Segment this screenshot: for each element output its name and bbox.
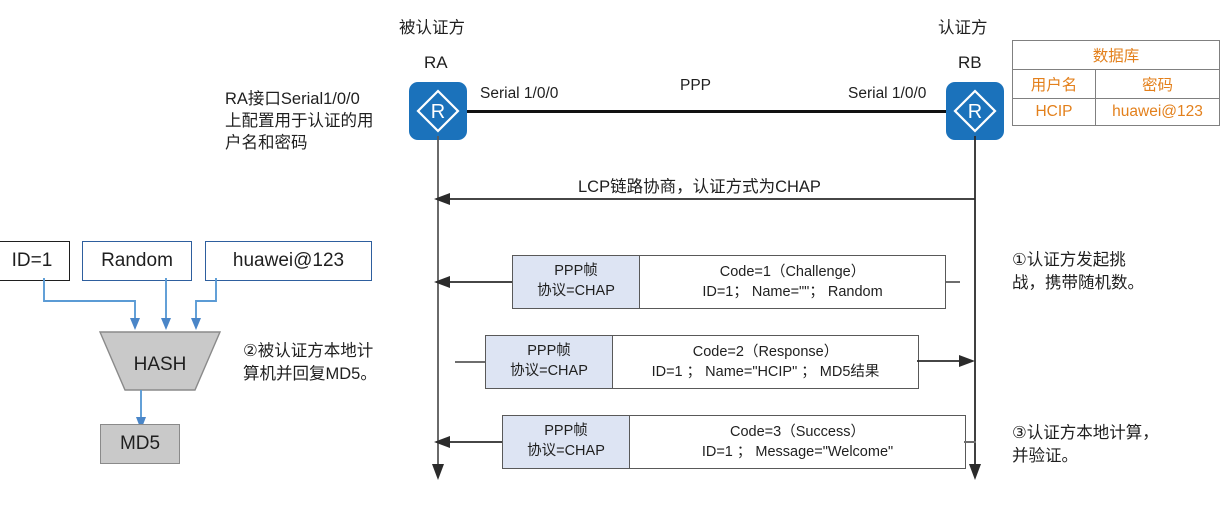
config-note-line1: RA接口Serial1/0/0 — [225, 90, 360, 108]
annotation-step2-line1: ②被认证方本地计 — [243, 342, 374, 360]
frame-protocol-line2: 协议=CHAP — [510, 363, 588, 379]
frame-protocol-line2: 协议=CHAP — [537, 283, 615, 299]
frame-protocol-cell: PPP帧 协议=CHAP — [503, 416, 630, 468]
svg-text:R: R — [431, 101, 445, 123]
lcp-arrow — [434, 193, 975, 205]
annotation-step1-line1: ①认证方发起挑 — [1012, 251, 1126, 269]
frame-protocol-cell: PPP帧 协议=CHAP — [486, 336, 613, 388]
hash-input-connectors — [43, 278, 217, 330]
annotation-step3-line2: 并验证。 — [1012, 447, 1078, 465]
svg-text:R: R — [968, 101, 982, 123]
message-frame-success: PPP帧 协议=CHAP Code=3（Success） ID=1 ； Mess… — [502, 415, 966, 469]
router-ra[interactable]: R — [409, 82, 467, 140]
frame-body-line2: ID=1； Name=""； Random — [702, 284, 883, 300]
table-row: HCIP huawei@123 — [1012, 98, 1220, 126]
right-interface-label: Serial 1/0/0 — [848, 85, 927, 102]
lcp-label: LCP链路协商，认证方式为CHAP — [578, 178, 821, 196]
message-2-stub — [455, 361, 485, 363]
column-header-username: 用户名 — [1012, 69, 1096, 99]
hash-output-box-md5: MD5 — [100, 424, 180, 464]
frame-body-line1: Code=1（Challenge） — [719, 263, 866, 280]
hash-input-box-id: ID=1 — [0, 241, 70, 281]
lifeline-rb — [969, 136, 981, 480]
hash-function-label: HASH — [133, 354, 187, 375]
ppp-link-line — [466, 110, 948, 113]
frame-body-line2: ID=1 ； Message="Welcome" — [701, 444, 894, 460]
hash-output-arrow — [136, 390, 146, 430]
database-title: 数据库 — [1012, 40, 1220, 70]
column-header-password: 密码 — [1095, 69, 1220, 99]
frame-protocol-cell: PPP帧 协议=CHAP — [513, 256, 640, 308]
frame-body-line1: Code=3（Success） — [730, 423, 865, 440]
frame-body-cell: Code=3（Success） ID=1 ； Message="Welcome" — [630, 416, 965, 468]
right-device-label: RB — [958, 53, 982, 72]
message-frame-challenge: PPP帧 协议=CHAP Code=1（Challenge） ID=1； Nam… — [512, 255, 946, 309]
database-table: 数据库 用户名 密码 HCIP huawei@123 — [1012, 40, 1220, 126]
frame-body-line1: Code=2（Response） — [692, 343, 839, 360]
hash-input-box-random: Random — [82, 241, 192, 281]
frame-protocol-line1: PPP帧 — [554, 263, 598, 280]
frame-protocol-line1: PPP帧 — [527, 343, 571, 360]
router-icon: R — [953, 89, 997, 133]
cell-password: huawei@123 — [1095, 98, 1220, 126]
config-note-line2: 上配置用于认证的用 — [225, 112, 374, 130]
annotation-step1-line2: 战，携带随机数。 — [1012, 274, 1144, 292]
hash-function-shape — [98, 331, 222, 391]
message-frame-response: PPP帧 协议=CHAP Code=2（Response） ID=1 ； Nam… — [485, 335, 919, 389]
message-3-arrow — [434, 436, 510, 448]
frame-body-cell: Code=2（Response） ID=1 ； Name="HCIP" ； MD… — [613, 336, 918, 388]
table-row: 数据库 — [1012, 40, 1220, 70]
left-device-label: RA — [424, 53, 448, 72]
left-interface-label: Serial 1/0/0 — [480, 85, 559, 102]
router-icon: R — [416, 89, 460, 133]
lifeline-ra — [432, 136, 444, 480]
message-3-stub — [964, 441, 976, 443]
hash-input-box-password: huawei@123 — [205, 241, 372, 281]
annotation-step2-line2: 算机并回复MD5。 — [243, 365, 377, 383]
annotation-step3-line1: ③认证方本地计算， — [1012, 424, 1159, 442]
left-role-label: 被认证方 — [399, 19, 465, 37]
router-rb[interactable]: R — [946, 82, 1004, 140]
link-protocol-label: PPP — [680, 77, 712, 94]
table-row: 用户名 密码 — [1012, 69, 1220, 99]
frame-body-cell: Code=1（Challenge） ID=1； Name=""； Random — [640, 256, 945, 308]
config-note-line3: 户名和密码 — [225, 134, 308, 152]
frame-protocol-line1: PPP帧 — [544, 423, 588, 440]
message-1-arrow — [434, 276, 520, 288]
frame-protocol-line2: 协议=CHAP — [527, 443, 605, 459]
message-1-stub — [946, 281, 960, 283]
frame-body-line2: ID=1 ； Name="HCIP" ； MD5结果 — [651, 364, 880, 380]
cell-username: HCIP — [1012, 98, 1096, 126]
message-2-arrow — [917, 355, 975, 367]
right-role-label: 认证方 — [938, 19, 988, 37]
